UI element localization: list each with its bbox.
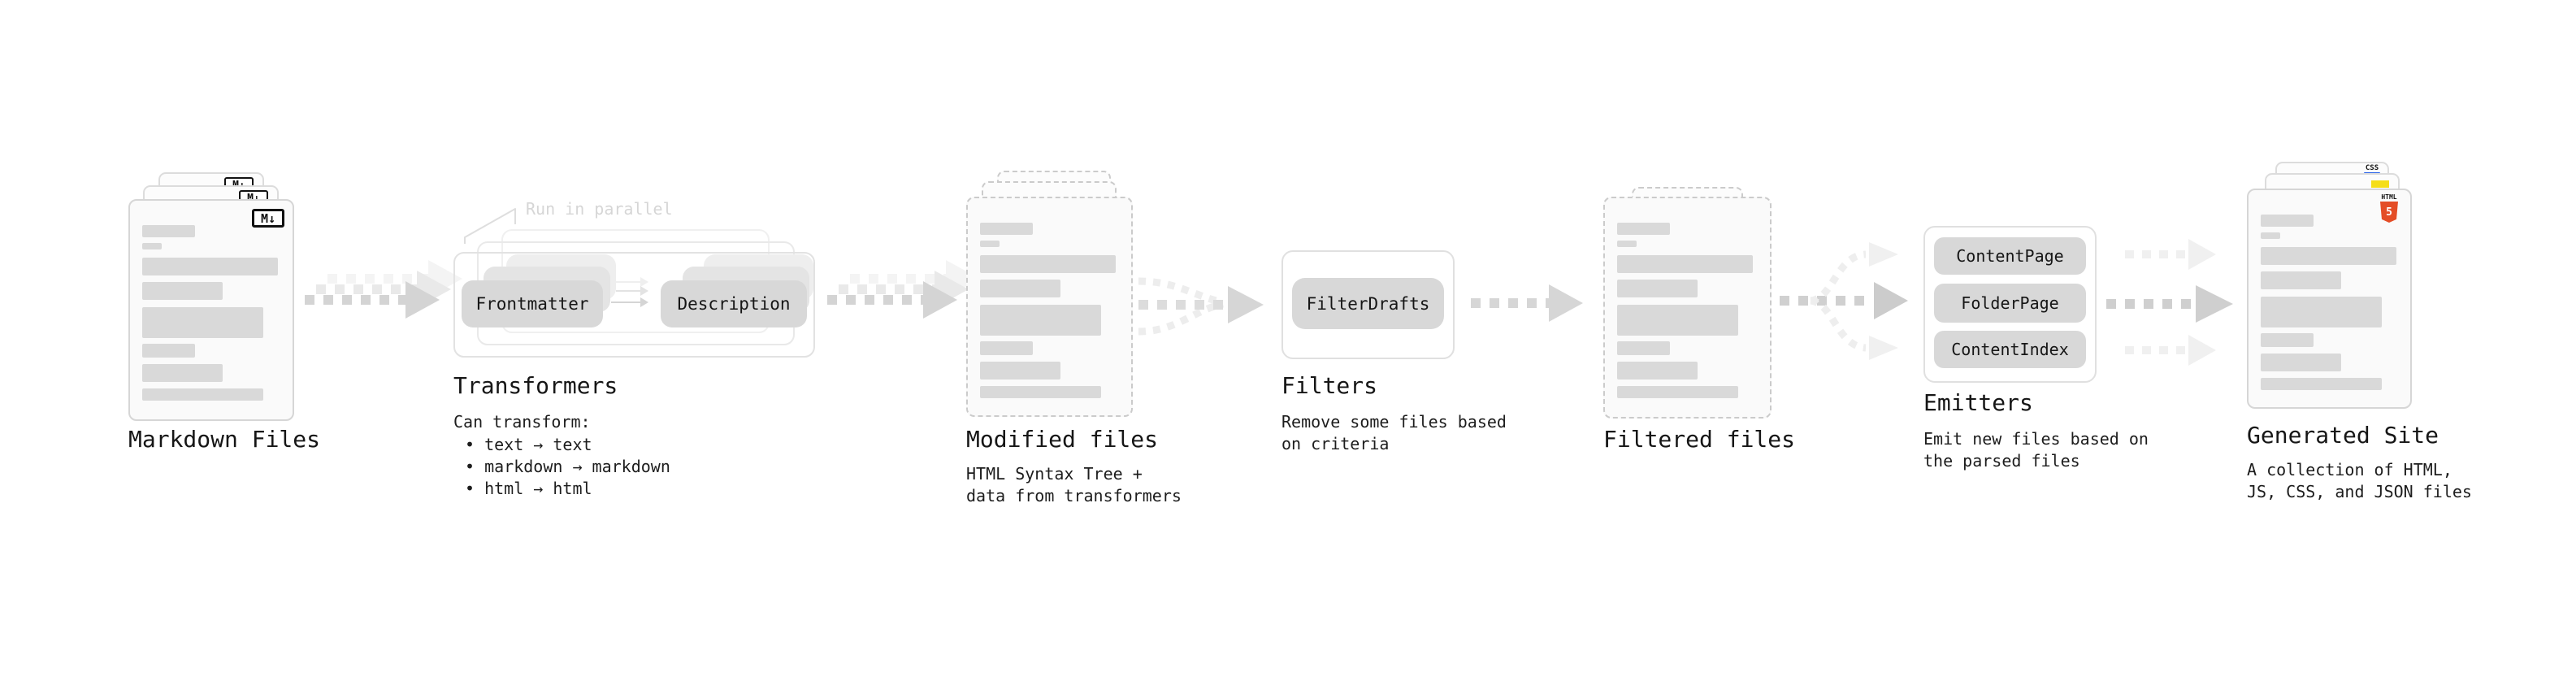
stage-title-markdown-files: Markdown Files — [128, 426, 321, 453]
filtered-file-card — [1603, 197, 1772, 419]
emitters-desc: Emit new files based on — [1923, 429, 2149, 449]
placeholder-bar — [1617, 362, 1698, 380]
folderpage-pill: FolderPage — [1934, 284, 2086, 323]
description-pill: Description — [661, 280, 807, 327]
filters-desc: Remove some files based — [1281, 412, 1507, 432]
placeholder-bar — [142, 388, 263, 401]
placeholder-bar — [2261, 354, 2341, 371]
placeholder-bar — [2261, 297, 2382, 327]
placeholder-bar — [142, 364, 223, 382]
placeholder-bar — [1617, 241, 1637, 247]
markdown-file-card: M↓ — [128, 199, 294, 421]
transformers-desc-heading: Can transform: — [453, 412, 591, 432]
placeholder-bar — [1617, 280, 1698, 297]
placeholder-bar — [142, 344, 195, 358]
placeholder-bar — [980, 305, 1101, 336]
placeholder-bar — [1617, 386, 1738, 398]
stage-title-generated-site: Generated Site — [2247, 422, 2439, 449]
contentpage-pill: ContentPage — [1934, 237, 2086, 275]
generated-site-desc: A collection of HTML, — [2247, 460, 2452, 479]
placeholder-bar — [142, 258, 278, 275]
modified-files-desc: HTML Syntax Tree + — [966, 464, 1143, 484]
placeholder-bar — [980, 223, 1033, 235]
stage-title-filtered-files: Filtered files — [1603, 426, 1796, 453]
placeholder-bar — [980, 241, 1000, 247]
placeholder-bar — [980, 341, 1033, 355]
emitters-desc: the parsed files — [1923, 451, 2080, 471]
placeholder-bar — [142, 307, 263, 338]
filters-desc: on criteria — [1281, 434, 1390, 453]
parallel-arrow-icon — [616, 286, 648, 296]
placeholder-bar — [142, 243, 162, 249]
transformers-bullet: • html → html — [465, 479, 592, 498]
placeholder-bar — [1617, 341, 1670, 355]
parallel-arrow-icon — [611, 297, 648, 307]
placeholder-bar — [1617, 223, 1670, 235]
transformers-bullet: • markdown → markdown — [465, 457, 670, 476]
placeholder-bar — [2261, 333, 2314, 347]
placeholder-bar — [980, 255, 1116, 273]
placeholder-bar — [2261, 247, 2396, 265]
run-in-parallel-leader-line — [464, 208, 516, 244]
placeholder-bar — [980, 386, 1101, 398]
placeholder-bar — [2261, 271, 2341, 289]
parallel-arrow-icon — [616, 277, 648, 287]
frontmatter-pill: Frontmatter — [462, 280, 603, 327]
stage-title-emitters: Emitters — [1923, 389, 2033, 416]
generated-site-desc: JS, CSS, and JSON files — [2247, 482, 2472, 501]
placeholder-bar — [980, 362, 1060, 380]
stage-title-filters: Filters — [1281, 372, 1378, 399]
placeholder-bar — [142, 225, 195, 237]
stage-title-transformers: Transformers — [453, 372, 618, 399]
generated-file-card: HTML 5 — [2247, 189, 2412, 409]
stage-title-modified-files: Modified files — [966, 426, 1159, 453]
contentindex-pill: ContentIndex — [1934, 331, 2086, 368]
placeholder-bar — [142, 282, 223, 300]
modified-files-desc: data from transformers — [966, 486, 1182, 505]
filterdrafts-pill: FilterDrafts — [1292, 278, 1444, 329]
transformer-frame — [453, 252, 815, 358]
placeholder-bar — [1617, 255, 1753, 273]
placeholder-bar — [1617, 305, 1738, 336]
transformers-bullet: • text → text — [465, 435, 592, 454]
placeholder-bar — [2261, 378, 2382, 390]
placeholder-bar — [2261, 215, 2314, 227]
placeholder-bar — [2261, 232, 2280, 239]
javascript-icon — [2371, 180, 2389, 188]
markdown-icon: M↓ — [252, 209, 284, 228]
flow-arrow-modified-to-filters — [1138, 277, 1264, 336]
placeholder-bar — [980, 280, 1060, 297]
flow-arrow-filtered-to-emitters — [1780, 242, 1908, 360]
modified-file-card — [966, 197, 1133, 417]
html5-icon: HTML 5 — [2379, 194, 2400, 223]
run-in-parallel-note: Run in parallel — [526, 199, 673, 219]
